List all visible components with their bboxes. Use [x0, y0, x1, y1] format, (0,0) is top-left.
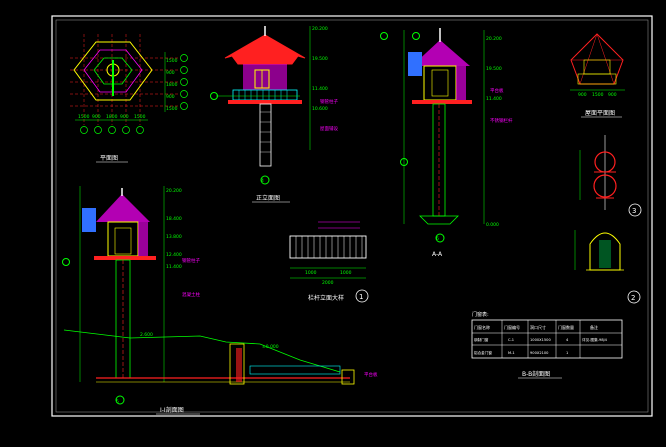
roof-plan — [570, 33, 625, 91]
plan-title: 平面图 — [100, 155, 118, 162]
front-elevation — [210, 26, 311, 185]
table-cell: 1 — [566, 351, 568, 355]
front-note-1: 钢管柱子 — [320, 98, 338, 105]
ii-note-3: 平台板 — [364, 371, 378, 378]
ii-note-1: 钢管柱子 — [182, 257, 200, 264]
plan-dim-1: 1500 — [78, 114, 90, 120]
table-cell: C-1 — [508, 338, 514, 342]
aa-note-1: 平台板 — [490, 87, 504, 94]
ii-elev-1: 20.200 — [166, 188, 182, 194]
table-row: 钢制门窗 C-1 1000X1500 4 详见-图集-98J4 — [474, 337, 608, 342]
ii-elev-4: 12.400 — [166, 252, 182, 258]
roof-plan-title: 屋面平面图 — [585, 110, 615, 117]
front-elevation-title: 正立面图 — [256, 194, 280, 202]
ii-elev-3: 13.800 — [166, 234, 182, 240]
railing-title: 栏杆立面大样 — [308, 294, 344, 302]
detail-2 — [574, 230, 641, 304]
ii-elev-5: 11.400 — [166, 264, 182, 270]
plan-dims-side: 1500 900 1800 900 1500 — [166, 58, 178, 112]
table-heading: 门窗表: — [472, 311, 489, 318]
roof-dim-1: 900 — [578, 92, 587, 98]
railing-dim-1: 1000 — [305, 270, 317, 276]
table-header-cell: 门窗数量 — [558, 324, 574, 330]
elev-label-1: 20.200 — [312, 26, 328, 32]
table-cell: 1000X1500 — [530, 338, 551, 342]
plan-side-dim-3: 1800 — [166, 82, 178, 88]
section-aa-axis: 6 — [436, 236, 439, 242]
section-aa-levels: 20.200 19.500 11.400 0.000 — [486, 36, 502, 228]
plan-dim-4: 900 — [120, 114, 129, 120]
railing-dim-2: 1000 — [340, 270, 352, 276]
ii-elev-2: 18.400 — [166, 216, 182, 222]
table-cell: 钢制门窗 — [474, 337, 489, 342]
table-cell: 4 — [566, 338, 569, 342]
plan-dim-2: 900 — [92, 114, 101, 120]
outer-frame — [51, 15, 653, 417]
railing-dim-total: 2000 — [322, 280, 334, 286]
table-header-cell: 洞口尺寸 — [530, 324, 546, 330]
table-header-cell: 门窗名称 — [474, 324, 490, 330]
table-header-row: 门窗名称 门窗编号 洞口尺寸 门窗数量 备注 — [474, 324, 598, 330]
detail-3-number: 3 — [632, 207, 636, 215]
roof-dims: 900 1500 900 — [578, 92, 617, 98]
plan-view — [70, 34, 188, 134]
plan-side-dim-2: 900 — [166, 70, 175, 76]
door-window-table — [471, 319, 623, 359]
table-cell: M-1 — [508, 351, 515, 355]
table-row: 铝合金门窗 M-1 900X2100 1 — [474, 350, 568, 355]
aa-elev-1: 20.200 — [486, 36, 502, 42]
aa-elev-2: 19.500 — [486, 66, 502, 72]
table-cell: 900X2100 — [530, 351, 549, 355]
detail-3 — [579, 135, 642, 217]
table-header-cell: 门窗编号 — [504, 324, 520, 330]
section-ii — [62, 186, 355, 405]
plan-dims-bottom: 1500 900 1800 900 1500 — [78, 114, 146, 120]
ii-elev-6: 2.600 — [140, 332, 153, 338]
aa-note-2: 不锈钢栏杆 — [490, 117, 513, 124]
plan-dim-5: 1500 — [134, 114, 146, 120]
railing-number: 1 — [359, 293, 363, 301]
ii-note-2: 混凝土柱 — [182, 291, 200, 298]
railing-detail — [289, 221, 369, 303]
elev-label-2: 19.500 — [312, 56, 328, 62]
ii-elev-7: ±0.000 — [262, 344, 279, 350]
elev-label-4: 10.600 — [312, 106, 328, 112]
table-header-cell: 备注 — [590, 324, 598, 330]
aa-elev-3: 11.400 — [486, 96, 502, 102]
table-cell: 详见-图集-98J4 — [582, 337, 608, 342]
front-note-2: 屋面铺设 — [320, 125, 338, 132]
railing-dims: 1000 1000 2000 — [305, 270, 352, 286]
table-cell: 铝合金门窗 — [474, 350, 492, 355]
section-ii-levels: 20.200 18.400 13.800 12.400 11.400 2.600… — [140, 188, 279, 350]
front-elevation-axis: 4 — [261, 178, 264, 184]
plan-side-dim-1: 1500 — [166, 58, 178, 64]
elev-label-3: 11.400 — [312, 86, 328, 92]
section-ii-axis: 5 — [116, 399, 119, 405]
plan-side-dim-4: 900 — [166, 94, 175, 100]
plan-dim-3: 1800 — [106, 114, 118, 120]
section-aa — [380, 28, 485, 243]
section-bb-title: B-B剖面图 — [522, 370, 550, 378]
roof-dim-3: 900 — [608, 92, 617, 98]
aa-elev-4: 0.000 — [486, 222, 499, 228]
section-aa-title: A-A — [432, 251, 443, 258]
detail-2-number: 2 — [631, 294, 635, 302]
plan-side-dim-5: 1500 — [166, 106, 178, 112]
roof-dim-2: 1500 — [592, 92, 604, 98]
section-ii-title: I-I剖面图 — [160, 406, 184, 414]
front-elevation-levels: 20.200 19.500 11.400 10.600 — [312, 26, 328, 112]
inner-frame — [55, 19, 649, 413]
